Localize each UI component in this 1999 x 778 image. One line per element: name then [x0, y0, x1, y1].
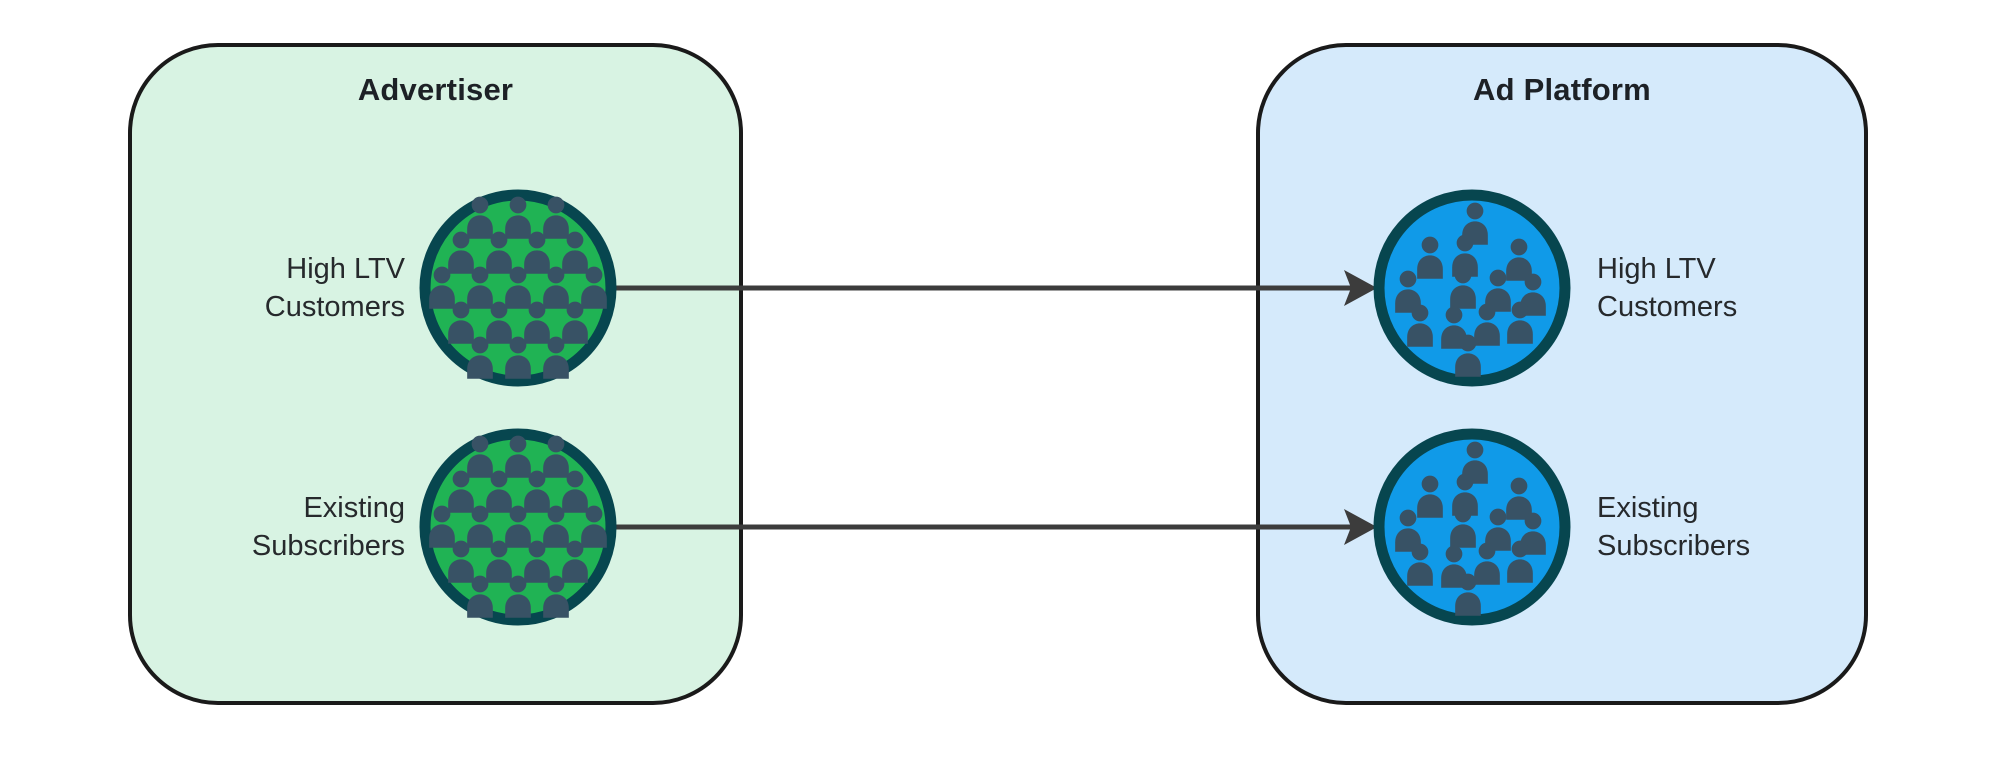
person-icon	[1450, 505, 1476, 548]
people-crowd-icon	[1373, 428, 1571, 626]
person-icon	[1455, 334, 1481, 377]
person-icon	[1407, 304, 1433, 347]
person-icon	[543, 505, 569, 548]
person-icon	[581, 266, 607, 309]
group-box-advertiser	[128, 43, 743, 705]
person-icon	[1455, 573, 1481, 616]
people-crowd-icon	[419, 428, 617, 626]
node-label-line: Customers	[1597, 291, 1738, 323]
person-icon	[543, 196, 569, 239]
group-box-ad-platform	[1256, 43, 1868, 705]
person-icon	[543, 435, 569, 478]
person-icon	[581, 505, 607, 548]
person-icon	[467, 575, 493, 618]
node-label-advertiser-high-ltv: High LTV Customers	[143, 250, 405, 326]
person-icon	[524, 540, 550, 583]
person-icon	[486, 301, 512, 344]
person-icon	[1407, 543, 1433, 586]
person-icon	[448, 231, 474, 274]
person-icon	[467, 336, 493, 379]
node-label-line: High LTV	[286, 253, 405, 285]
person-icon	[1506, 477, 1532, 520]
person-icon	[486, 470, 512, 513]
person-icon	[1506, 238, 1532, 281]
person-icon	[486, 231, 512, 274]
person-icon	[429, 266, 455, 309]
person-icon	[505, 505, 531, 548]
node-label-line: Subscribers	[251, 530, 405, 562]
person-icon	[505, 336, 531, 379]
person-icon	[524, 470, 550, 513]
person-icon	[448, 540, 474, 583]
person-icon	[1507, 540, 1533, 583]
person-icon	[543, 336, 569, 379]
node-label-line: Existing	[1597, 492, 1699, 524]
person-icon	[505, 435, 531, 478]
person-icon	[543, 575, 569, 618]
person-icon	[467, 196, 493, 239]
people-crowd-icon	[419, 189, 617, 387]
person-icon	[486, 540, 512, 583]
person-icon	[524, 301, 550, 344]
group-title-advertiser: Advertiser	[357, 72, 514, 107]
person-icon	[467, 435, 493, 478]
person-icon	[1474, 542, 1500, 585]
node-label-line: Existing	[303, 492, 405, 524]
person-icon	[448, 301, 474, 344]
group-title-ad-platform: Ad Platform	[1473, 72, 1651, 107]
person-icon	[562, 470, 588, 513]
person-icon	[562, 301, 588, 344]
person-icon	[505, 266, 531, 309]
person-icon	[467, 505, 493, 548]
person-icon	[524, 231, 550, 274]
person-icon	[543, 266, 569, 309]
person-icon	[1417, 475, 1443, 518]
person-icon	[562, 540, 588, 583]
person-icon	[562, 231, 588, 274]
person-icon	[467, 266, 493, 309]
person-icon	[1450, 266, 1476, 309]
node-label-advertiser-existing-subscribers: Existing Subscribers	[143, 489, 405, 565]
person-icon	[448, 470, 474, 513]
node-label-platform-existing-subscribers: Existing Subscribers	[1597, 489, 1867, 565]
node-label-line: Subscribers	[1597, 530, 1751, 562]
person-icon	[505, 575, 531, 618]
person-icon	[505, 196, 531, 239]
node-label-platform-high-ltv: High LTV Customers	[1597, 250, 1867, 326]
people-crowd-icon	[1373, 189, 1571, 387]
person-icon	[429, 505, 455, 548]
node-label-line: Customers	[264, 291, 405, 323]
person-icon	[1474, 303, 1500, 346]
node-label-line: High LTV	[1597, 253, 1716, 285]
person-icon	[1417, 236, 1443, 279]
person-icon	[1507, 301, 1533, 344]
